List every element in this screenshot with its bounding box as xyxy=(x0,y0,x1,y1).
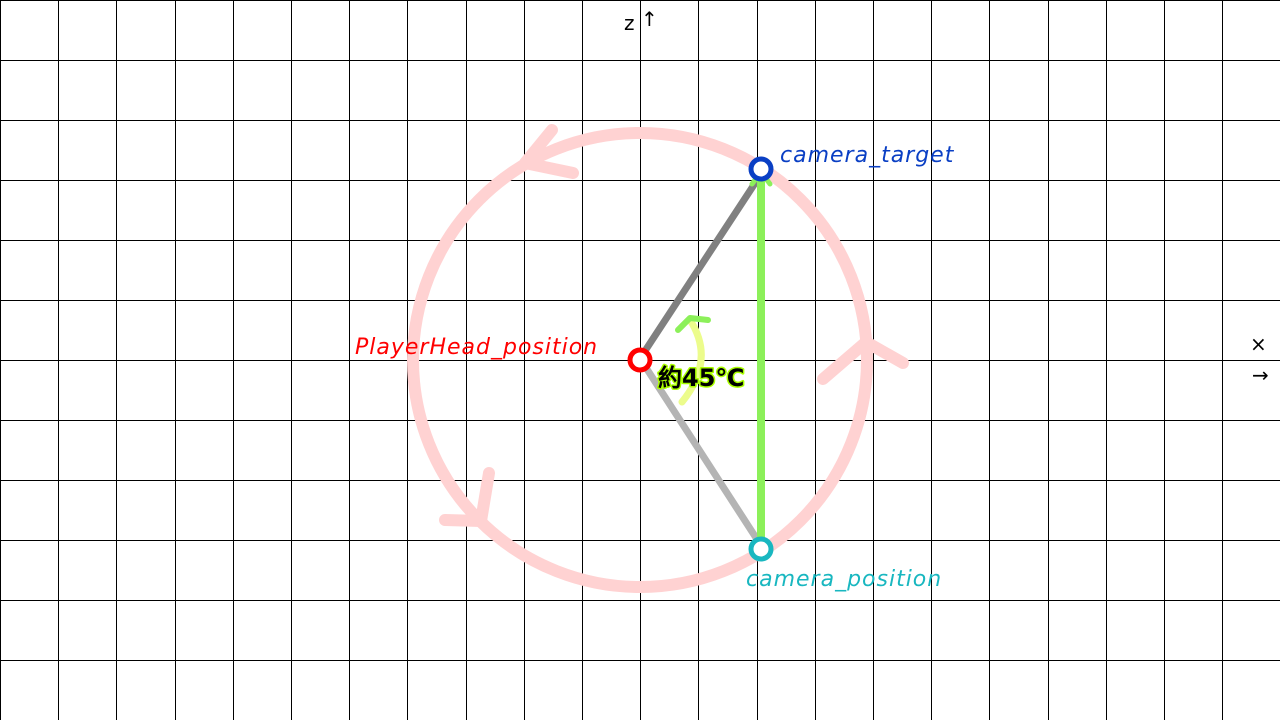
player-head-label: PlayerHead_position xyxy=(355,335,598,360)
camera-target-label: camera_target xyxy=(780,143,955,168)
x-axis-arrow: → xyxy=(1252,363,1269,387)
camera-position-label: camera_position xyxy=(746,567,942,592)
angle-arc-arrowhead xyxy=(675,315,711,333)
orbit-circle xyxy=(407,124,909,593)
angle-arc xyxy=(678,316,705,406)
z-axis-arrow: ↑ xyxy=(641,7,658,31)
z-axis-label: z xyxy=(624,11,635,35)
camera-position-point xyxy=(748,536,774,562)
ray-to-camera-target xyxy=(637,170,765,361)
orbit-arrow-bottom-left xyxy=(439,467,495,527)
player-head-point xyxy=(627,347,653,373)
angle-label: 約45℃ xyxy=(658,364,744,392)
x-axis-label: × xyxy=(1250,332,1267,356)
orbit-ring xyxy=(407,127,873,593)
ray-to-camera-position xyxy=(639,359,764,548)
orbit-arrow-top xyxy=(519,124,579,179)
camera-target-point xyxy=(748,156,774,182)
orbit-arrow-right xyxy=(817,336,909,385)
